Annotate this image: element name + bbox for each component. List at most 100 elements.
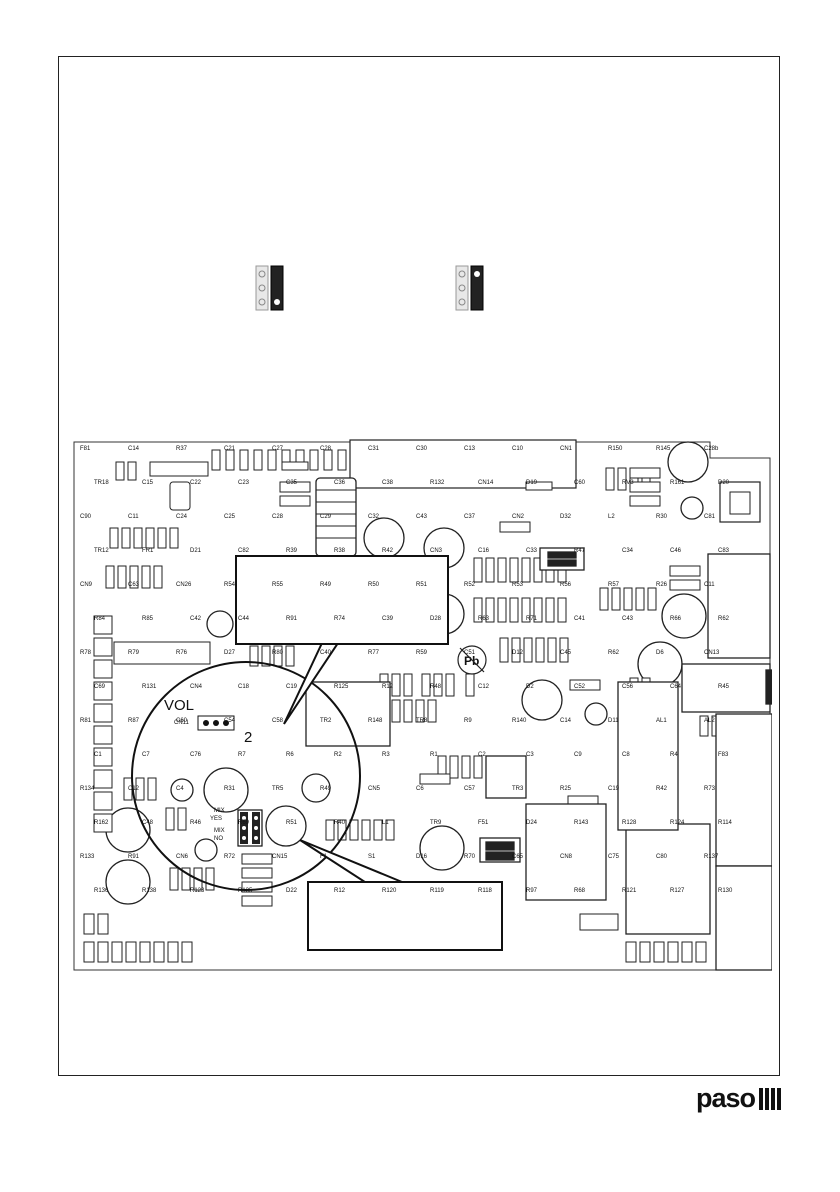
silkscreen-label: TR18 (94, 480, 109, 486)
silkscreen-label: R9 (464, 718, 472, 724)
silkscreen-label: C28b (704, 446, 719, 452)
silkscreen-label: AL2 (704, 718, 715, 724)
silkscreen-label: R39 (286, 548, 298, 554)
silkscreen-label: R145 (656, 446, 671, 452)
silkscreen-label: R72 (224, 854, 236, 860)
silkscreen-label: F51 (478, 820, 489, 826)
silkscreen-label: R7 (238, 752, 246, 758)
bottom-row-parts (83, 913, 707, 963)
silkscreen-label: C19 (286, 684, 298, 690)
silkscreen-label: R57 (608, 582, 620, 588)
silkscreen-label: C76 (190, 752, 202, 758)
silkscreen-label: R30 (656, 514, 668, 520)
upper-callout-box (235, 555, 449, 645)
silkscreen-label: R162 (94, 820, 109, 826)
silkscreen-label: R49 (320, 582, 332, 588)
silkscreen-label: C10 (512, 446, 524, 452)
magnifier-circle (131, 661, 361, 891)
silkscreen-label: C64 (670, 684, 682, 690)
silkscreen-label: R1 (430, 752, 438, 758)
silkscreen-label: CN13 (704, 650, 720, 656)
silkscreen-label: D22 (286, 888, 298, 894)
cn11-label: CN11 (174, 720, 190, 726)
silkscreen-label: R140 (512, 718, 527, 724)
silkscreen-label: CN6 (176, 854, 189, 860)
silkscreen-label: R38 (334, 548, 346, 554)
silkscreen-label: D32 (560, 514, 572, 520)
silkscreen-label: R68 (574, 888, 586, 894)
silkscreen-label: D2 (526, 684, 534, 690)
silkscreen-label: CN3 (430, 548, 443, 554)
silkscreen-label: C38 (382, 480, 394, 486)
silkscreen-label: C24 (176, 514, 188, 520)
cn26-connector (113, 641, 211, 665)
silkscreen-label: R48 (430, 684, 442, 690)
silkscreen-label: R114 (718, 820, 733, 826)
yes-label: YES (210, 816, 222, 822)
silkscreen-label: R51 (286, 820, 298, 826)
silkscreen-label: R120 (382, 888, 397, 894)
silkscreen-label: R52 (464, 582, 476, 588)
silkscreen-label: R71 (526, 616, 538, 622)
silkscreen-label: D12 (512, 650, 524, 656)
silkscreen-label: R47 (574, 548, 586, 554)
silkscreen-label: R91 (286, 616, 298, 622)
jumper-setting-1-icon (255, 265, 284, 311)
silkscreen-label: CN4 (190, 684, 203, 690)
left-resistor-bank (93, 615, 113, 833)
silkscreen-label: R84 (94, 616, 106, 622)
silkscreen-label: C2 (478, 752, 486, 758)
silkscreen-label: C30 (416, 446, 428, 452)
silkscreen-label: R87 (128, 718, 140, 724)
silkscreen-label: R66 (670, 616, 682, 622)
silkscreen-label: R53 (512, 582, 524, 588)
silkscreen-label: L1 (382, 820, 389, 826)
silkscreen-label: C36 (334, 480, 346, 486)
silkscreen-label: R25 (560, 786, 572, 792)
silkscreen-label: R70 (464, 854, 476, 860)
silkscreen-label: C41 (574, 616, 586, 622)
silkscreen-label: C8 (622, 752, 630, 758)
silkscreen-label: R125 (334, 684, 349, 690)
silkscreen-label: TR8 (416, 718, 428, 724)
silkscreen-label: R51 (416, 582, 428, 588)
silkscreen-label: R77 (368, 650, 380, 656)
silkscreen-label: C16 (478, 548, 490, 554)
silkscreen-label: R55 (272, 582, 284, 588)
capacitors (105, 441, 709, 905)
pb-symbol-label: Pb (464, 654, 479, 668)
silkscreen-label: C11 (128, 514, 139, 520)
silkscreen-label: R133 (80, 854, 95, 860)
silkscreen-label: R79 (128, 650, 140, 656)
silkscreen-label: CN26 (176, 582, 192, 588)
silkscreen-label: C3 (526, 752, 534, 758)
silkscreen-label: R137 (704, 854, 719, 860)
silkscreen-label: R3 (382, 752, 390, 758)
silkscreen-label: C12 (128, 786, 140, 792)
silkscreen-label: R69 (238, 820, 250, 826)
mix-label-2: MIX (214, 828, 225, 834)
silkscreen-label: CN14 (478, 480, 494, 486)
silkscreen-label: C7 (142, 752, 150, 758)
silkscreen-label: R85 (142, 616, 154, 622)
jumper-number-label: 2 (244, 729, 252, 746)
silkscreen-label: C1 (94, 752, 102, 758)
cn6-connector (579, 913, 619, 931)
silkscreen-label: R136 (94, 888, 109, 894)
silkscreen-label: R135 (238, 888, 253, 894)
silkscreen-label: C22 (190, 480, 202, 486)
silkscreen-label: C60 (574, 480, 586, 486)
silkscreen-label: R12 (334, 888, 346, 894)
brand-stripes-icon (759, 1088, 781, 1110)
silkscreen-label: C69 (94, 684, 106, 690)
silkscreen-label: R148 (368, 718, 383, 724)
silkscreen-label: C11 (704, 582, 715, 588)
silkscreen-label: R76 (176, 650, 188, 656)
silkscreen-label: C52 (574, 684, 586, 690)
silkscreen-label: F1 (320, 854, 328, 860)
silkscreen-label: C29 (320, 514, 332, 520)
silkscreen-label: C27 (272, 446, 284, 452)
silkscreen-label: C9 (574, 752, 582, 758)
silkscreen-label: D27 (224, 650, 236, 656)
silkscreen-label: C6 (416, 786, 424, 792)
